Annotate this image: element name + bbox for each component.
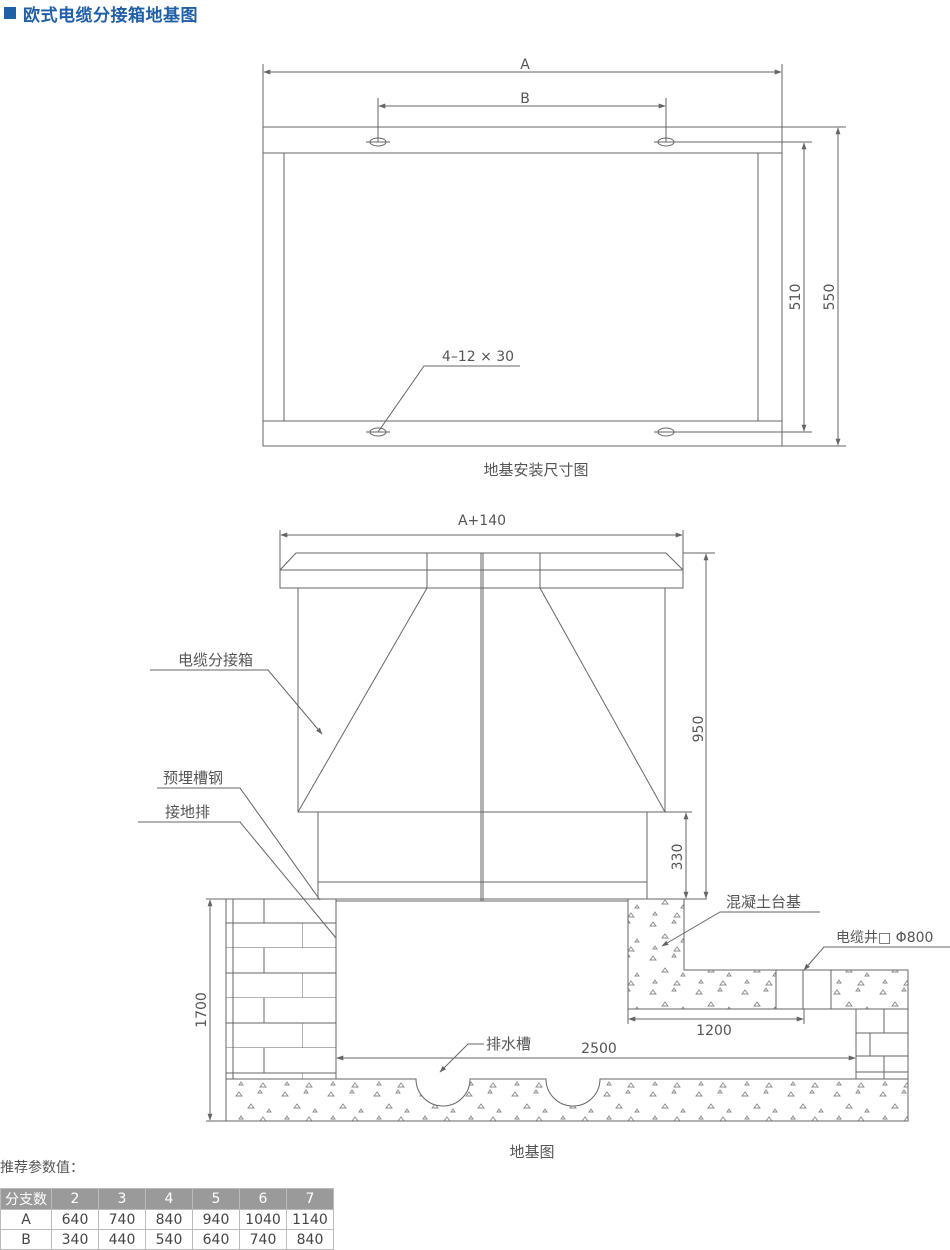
params-table: 分支数 2 3 4 5 6 7 A 640 740 840 940 1040 1… bbox=[0, 1188, 334, 1250]
table-cell: 640 bbox=[192, 1229, 240, 1250]
hole-spec-label: 4–12 × 30 bbox=[442, 349, 514, 365]
table-cell: 1140 bbox=[286, 1209, 334, 1230]
dim-330-label: 330 bbox=[670, 844, 686, 871]
section-view-caption: 地基图 bbox=[509, 1143, 554, 1161]
table-cell: B bbox=[0, 1229, 52, 1250]
label-ground: 接地排 bbox=[165, 803, 210, 821]
dim-1200-label: 1200 bbox=[696, 1023, 732, 1039]
table-cell: 740 bbox=[239, 1229, 287, 1250]
top-view bbox=[262, 64, 846, 447]
table-cell: 840 bbox=[286, 1229, 334, 1250]
label-cable-well: 电缆井□ Φ800 bbox=[836, 930, 933, 946]
hole-leader bbox=[377, 365, 520, 433]
table-cell: 740 bbox=[98, 1209, 146, 1230]
section-view-text: A+140 950 330 1700 1200 2500 电缆分接箱 预埋槽钢 … bbox=[163, 513, 933, 1161]
dim-2500-label: 2500 bbox=[581, 1041, 617, 1057]
frame-outer bbox=[262, 126, 783, 447]
params-header-cell: 7 bbox=[286, 1188, 334, 1210]
leader-concrete bbox=[661, 911, 820, 947]
table-cell: 940 bbox=[192, 1209, 240, 1230]
dim-550-label: 550 bbox=[822, 284, 838, 311]
dim-950-label: 950 bbox=[691, 716, 707, 743]
dim-a-label: A bbox=[520, 57, 530, 73]
leader-well bbox=[803, 946, 950, 971]
section-view bbox=[138, 530, 950, 1122]
params-header-cell: 5 bbox=[192, 1188, 240, 1210]
params-header-cell: 2 bbox=[51, 1188, 99, 1210]
label-drain: 排水槽 bbox=[486, 1035, 531, 1053]
table-row: B 340 440 540 640 740 840 bbox=[0, 1229, 334, 1250]
left-brick-wall bbox=[225, 898, 337, 1080]
top-view-caption: 地基安装尺寸图 bbox=[483, 461, 588, 479]
leader-channel bbox=[157, 787, 321, 901]
label-concrete: 混凝土台基 bbox=[726, 893, 801, 911]
title-square-icon bbox=[4, 7, 16, 19]
table-cell: 440 bbox=[98, 1229, 146, 1250]
dim-width-label: A+140 bbox=[458, 513, 506, 529]
page-header: 欧式电缆分接箱地基图 bbox=[0, 0, 198, 26]
params-header-cell: 3 bbox=[98, 1188, 146, 1210]
right-brick-wall bbox=[855, 1008, 909, 1080]
dim-b-label: B bbox=[520, 91, 530, 107]
page-title: 欧式电缆分接箱地基图 bbox=[23, 5, 198, 26]
dim-1700-label: 1700 bbox=[194, 992, 210, 1028]
table-cell: 540 bbox=[145, 1229, 193, 1250]
dim-510-label: 510 bbox=[788, 284, 804, 311]
top-view-text: A B 510 550 4–12 × 30 地基安装尺寸图 bbox=[442, 57, 838, 479]
concrete-pedestal bbox=[627, 898, 909, 1010]
table-cell: 340 bbox=[51, 1229, 99, 1250]
leader-ground bbox=[138, 821, 337, 939]
leader-cabinet bbox=[150, 669, 323, 735]
params-header-cell: 分支数 bbox=[0, 1188, 52, 1210]
label-cabinet: 电缆分接箱 bbox=[178, 651, 253, 669]
table-cell: 1040 bbox=[239, 1209, 287, 1230]
label-channel: 预埋槽钢 bbox=[163, 769, 223, 787]
leader-drain bbox=[439, 1043, 484, 1073]
table-row: A 640 740 840 940 1040 1140 bbox=[0, 1209, 334, 1230]
table-cell: 640 bbox=[51, 1209, 99, 1230]
table-cell: 840 bbox=[145, 1209, 193, 1230]
params-label: 推荐参数值： bbox=[0, 1160, 84, 1176]
params-header-cell: 4 bbox=[145, 1188, 193, 1210]
bottom-slab bbox=[225, 1078, 909, 1122]
params-header-cell: 6 bbox=[239, 1188, 287, 1210]
params-header-row: 分支数 2 3 4 5 6 7 bbox=[0, 1188, 334, 1210]
table-cell: A bbox=[0, 1209, 52, 1230]
